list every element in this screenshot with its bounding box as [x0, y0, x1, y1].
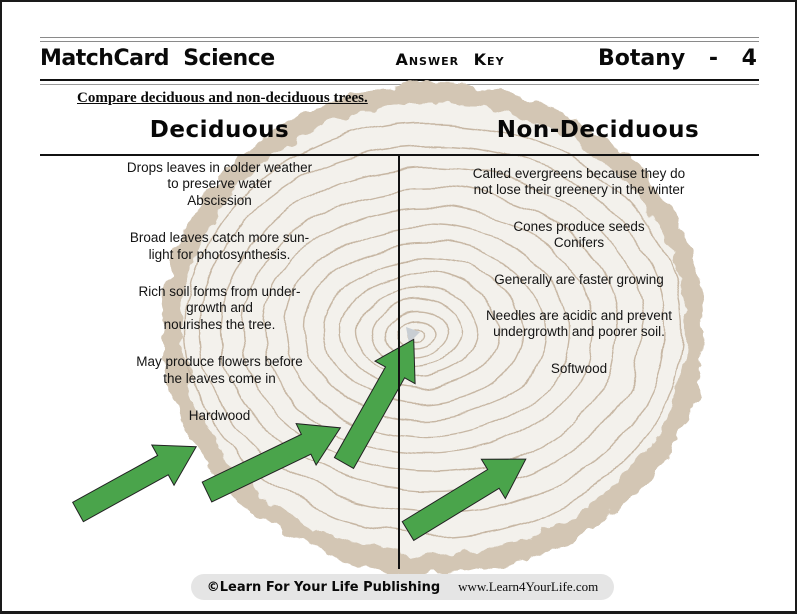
brand-title: MatchCard Science [40, 46, 275, 71]
answer-item: Hardwood [188, 408, 251, 424]
answer-key-label: Answer Key [395, 50, 505, 69]
answer-item: Cones produce seeds Conifers [513, 218, 645, 251]
right-column-title: Non-Deciduous [496, 117, 700, 143]
green-arrow-2 [201, 422, 342, 503]
answer-item: Drops leaves in colder weather to preser… [126, 160, 313, 208]
answer-item: Broad leaves catch more sun- light for p… [129, 230, 310, 262]
answer-item: May produce flowers before the leaves co… [136, 354, 303, 386]
publisher-label: ©Learn For Your Life Publishing [206, 579, 441, 595]
website-link[interactable]: www.Learn4YourLife.com [458, 579, 599, 594]
header-bottom-rule-1 [40, 79, 759, 81]
non-deciduous-answers: Called evergreens because they do not lo… [399, 156, 759, 397]
top-rule-1 [40, 37, 759, 38]
columns-top-rule [40, 154, 759, 156]
footer-bar: ©Learn For Your Life Publishing www.Lear… [191, 574, 614, 600]
center-knot [406, 327, 420, 343]
header-bottom-rule-2 [40, 84, 759, 85]
instruction-text: Compare deciduous and non-deciduous tree… [77, 90, 368, 106]
green-arrow-4 [401, 458, 527, 542]
course-page-label: Botany - 4 [597, 46, 757, 71]
answer-item: Rich soil forms from under- growth and n… [138, 284, 301, 332]
answer-item: Called evergreens because they do not lo… [472, 166, 686, 198]
answer-item: Softwood [550, 360, 608, 376]
header: MatchCard Science Answer Key Botany - 4 [40, 46, 759, 76]
answer-item: Generally are faster growing [494, 271, 664, 287]
left-column-title: Deciduous [149, 117, 290, 143]
top-rule-2 [40, 41, 759, 42]
answer-item: Needles are acidic and prevent undergrow… [485, 308, 673, 340]
green-arrow-1 [72, 444, 198, 523]
green-arrow-3 [333, 338, 416, 470]
deciduous-answers: Drops leaves in colder weather to preser… [40, 156, 399, 445]
